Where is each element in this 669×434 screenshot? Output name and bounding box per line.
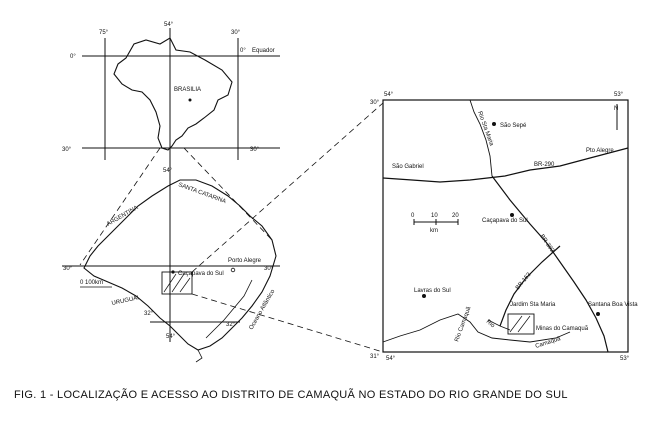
scale-10-label: 10 [431, 213, 438, 219]
corner-br: 53° [620, 356, 630, 362]
rio-sta-maria-label: Rio Sta Maria [476, 111, 494, 148]
santana-label: Santana Boa Vista [588, 302, 638, 308]
sao-sepe-dot [492, 122, 496, 126]
lon-54-top-label: 54° [163, 168, 173, 174]
porto-alegre-dot [230, 267, 236, 273]
mine-area-hatch [517, 315, 531, 333]
detail-map: N 30° 54° 53° 31° 54° 53° São Sepé [370, 92, 638, 362]
jardim-label: Jardim Sta Maria [510, 302, 556, 308]
lat-32-right-label: 32° [226, 322, 236, 328]
porto-alegre-label: Porto Alegre [228, 258, 262, 264]
brazil-outline [113, 37, 233, 151]
cacapava-dot [171, 270, 175, 274]
cacapava-dot [510, 213, 514, 217]
lat-30-left-label: 30° [63, 266, 73, 272]
br-153-label: BR-153 [515, 271, 533, 291]
connector-line [191, 102, 384, 273]
cacapava-label: Caçapava do Sul [482, 218, 528, 224]
rio-santa-maria [469, 99, 493, 177]
lat-30-right-label: 30° [264, 266, 274, 272]
connector-line [191, 293, 384, 353]
scale-label: 0 100km [80, 280, 103, 286]
study-area-hatch [171, 273, 185, 293]
scale-20-label: 20 [452, 213, 459, 219]
br-392-label: BR-392 [538, 234, 555, 255]
lon-75-label: 75° [99, 30, 109, 36]
rs-outline [83, 179, 277, 351]
brasilia-label: BRASILIA [174, 87, 201, 93]
corner-bl-lat: 31° [370, 354, 380, 360]
camaqua-river-end-label: Camaquã [535, 336, 562, 350]
lat-30-right-label: 30° [250, 147, 260, 153]
connector-line [79, 147, 161, 266]
brasilia-dot [188, 98, 192, 102]
lat-0-right-label: 0° [240, 48, 246, 54]
br-290-label: BR-290 [534, 162, 555, 168]
brazil-map: BRASILIA 75° 54° 30° 0° 0° Equador 30° 3… [62, 22, 280, 220]
sao-gabriel-label: São Gabriel [392, 164, 424, 170]
rs-map: ARGENTINA SANTA CATARINA 54° 30° 30° Por… [62, 168, 280, 363]
lat-0-left-label: 0° [70, 54, 76, 60]
connector-line [183, 147, 273, 241]
study-area-hatch [179, 277, 191, 293]
rio-camaqua-label: Rio Camaquã [454, 306, 472, 343]
lon-54-label: 54° [164, 22, 174, 28]
lat-30-left-label: 30° [62, 147, 72, 153]
lat-32-left-label: 32° [144, 311, 154, 317]
corner-tl-lat: 30° [370, 100, 380, 106]
scale-0-label: 0 [411, 213, 415, 219]
rio-camaqua [382, 313, 571, 343]
study-area-hatch [163, 273, 177, 293]
coastal-lagoon [205, 279, 253, 339]
ocean-label: Oceano Atlântico [249, 288, 277, 331]
equator-label: Equador [252, 48, 275, 54]
lavras-dot [422, 294, 426, 298]
figure-caption: FIG. 1 - LOCALIZAÇÃO E ACESSO AO DISTRIT… [14, 388, 568, 401]
br-153-road [499, 245, 561, 327]
detail-frame [382, 99, 629, 353]
santana-dot [596, 312, 600, 316]
study-area-box [161, 271, 193, 295]
corner-bl-lon: 54° [386, 356, 396, 362]
santa-catarina-label: SANTA CATARINA [177, 182, 226, 205]
corner-tr: 53° [614, 92, 624, 98]
corner-tl-lon: 54° [384, 92, 394, 98]
river-tributary [487, 319, 511, 331]
lavras-label: Lavras do Sul [414, 288, 451, 294]
lon-30-label: 30° [231, 30, 241, 36]
uruguai-label: URUGUAI [111, 295, 140, 307]
rio-label: Rio [485, 319, 496, 330]
minas-label: Minas do Camaquã [536, 326, 589, 332]
lon-54-bottom-label: 54° [166, 334, 176, 340]
br-392-road [491, 175, 609, 353]
mine-area-hatch [509, 315, 523, 333]
br-290-road [382, 147, 629, 183]
mine-area-box [507, 313, 535, 335]
brazil-connector-detail [195, 349, 203, 363]
sao-sepe-label: São Sepé [500, 123, 527, 129]
argentina-label: ARGENTINA [106, 205, 139, 228]
pto-alegre-label: Pto Alegre [586, 148, 614, 154]
north-label: N [614, 106, 618, 112]
cacapava-label: Caçapava do Sul [178, 271, 224, 277]
scale-unit-label: km [430, 228, 438, 234]
